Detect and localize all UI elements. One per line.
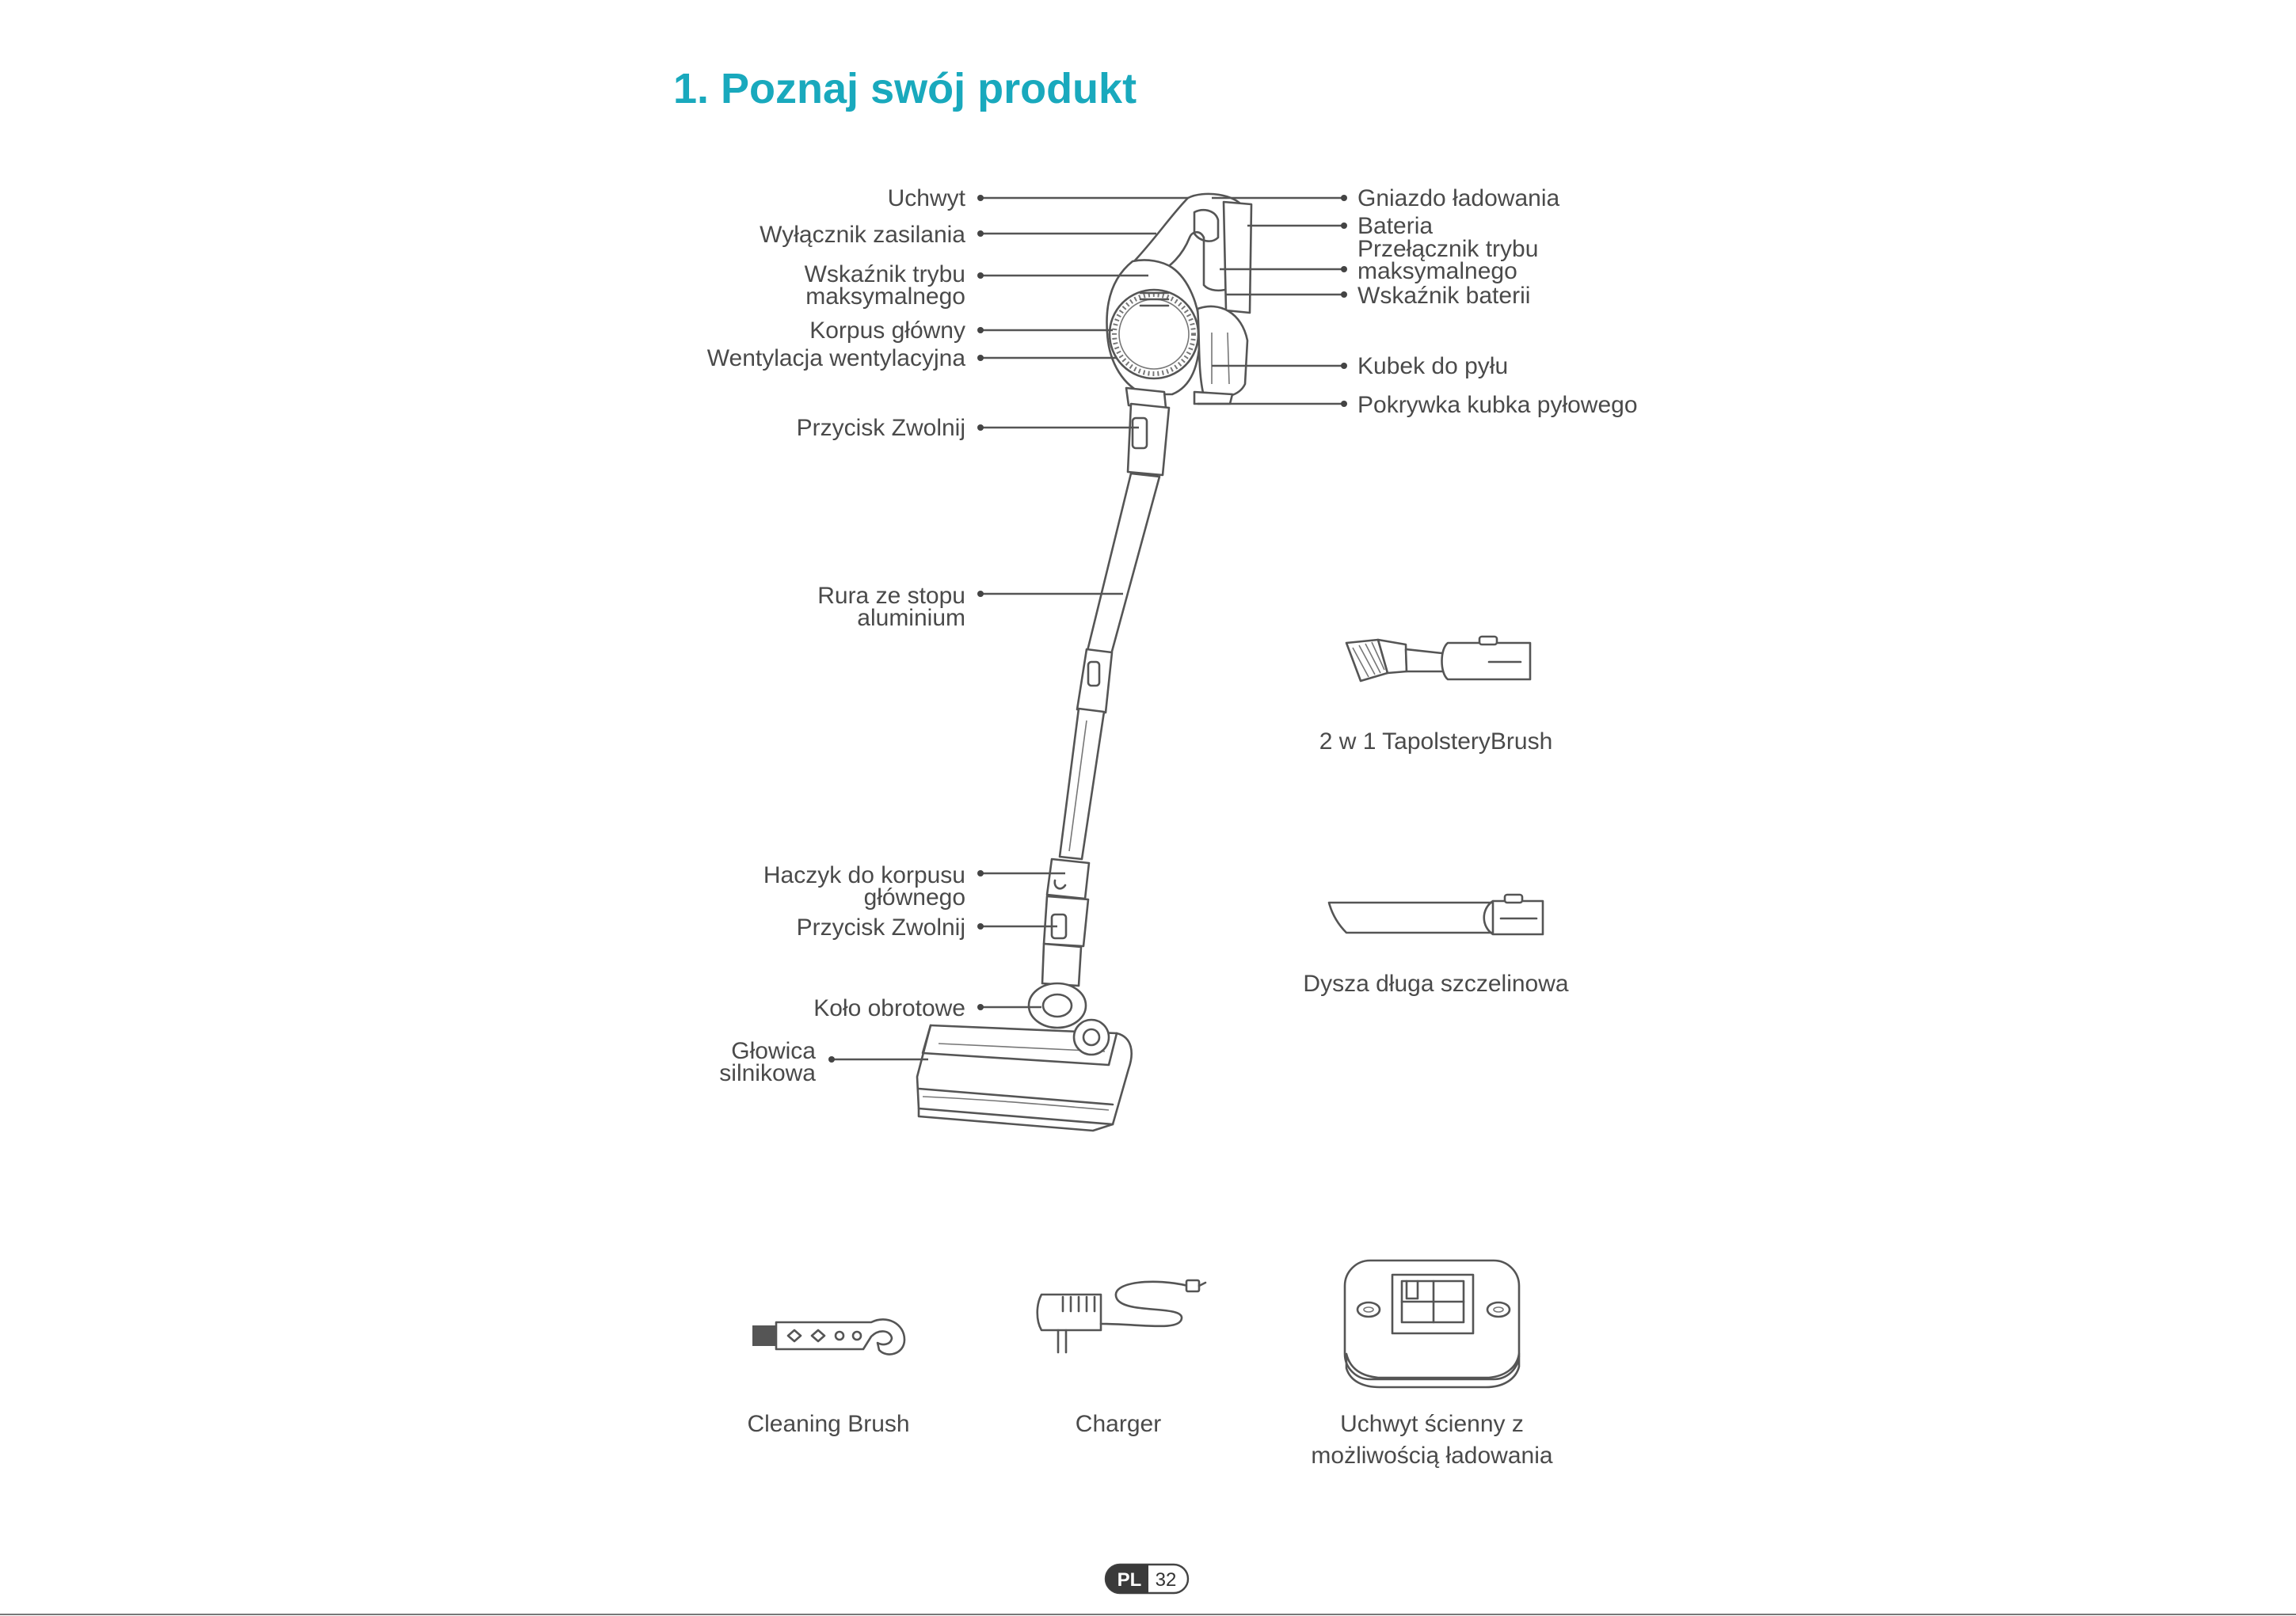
label-crevice-tool: Dysza długa szczelinowa — [1303, 971, 1568, 997]
label-przelacznik-2: maksymalnego — [1357, 258, 1517, 284]
label-przycisk-zwolnij-1: Przycisk Zwolnij — [797, 415, 965, 441]
upholstery-brush-illustration — [1345, 635, 1532, 683]
label-wskaznik-trybu-1: Wskaźnik trybu — [805, 261, 965, 287]
label-kolo-obrotowe: Koło obrotowe — [813, 995, 965, 1021]
labels-left: Uchwyt Wyłącznik zasilania Wskaźnik tryb… — [707, 185, 966, 1086]
label-haczyk-1: Haczyk do korpusu — [763, 862, 965, 888]
label-rura-2: aluminium — [857, 605, 965, 631]
label-wall-mount-2: możliwością ładowania — [1311, 1443, 1552, 1469]
vacuum-illustration — [916, 192, 1253, 1132]
label-rura-1: Rura ze stopu — [817, 583, 965, 609]
label-wskaznik-baterii: Wskaźnik baterii — [1357, 283, 1530, 309]
label-bateria: Bateria — [1357, 213, 1433, 239]
label-pokrywka: Pokrywka kubka pyłowego — [1357, 392, 1638, 418]
page-title: 1. Poznaj swój produkt — [673, 65, 1137, 112]
labels-right: Gniazdo ładowania Bateria Przełącznik tr… — [1357, 185, 1638, 418]
wall-mount-illustration — [1343, 1259, 1521, 1389]
label-wentylacja: Wentylacja wentylacyjna — [707, 345, 966, 371]
label-gniazdo-ladowania: Gniazdo ładowania — [1357, 185, 1559, 211]
leader-lines-left — [828, 195, 1188, 1063]
label-uchwyt: Uchwyt — [888, 185, 966, 211]
cleaning-brush-illustration — [752, 1318, 906, 1356]
charger-illustration — [1036, 1279, 1207, 1354]
label-korpus-glowny: Korpus główny — [809, 317, 965, 344]
label-przelacznik-1: Przełącznik trybu — [1357, 236, 1538, 262]
label-wylacznik-zasilania: Wyłącznik zasilania — [760, 222, 965, 248]
page-lang-code: PL — [1118, 1569, 1142, 1591]
label-cleaning-brush: Cleaning Brush — [747, 1411, 909, 1437]
label-przycisk-zwolnij-2: Przycisk Zwolnij — [797, 914, 965, 941]
label-haczyk-2: głównego — [864, 884, 965, 911]
page-number: 32 — [1156, 1569, 1177, 1591]
page-number-badge: PL 32 — [1104, 1563, 1190, 1595]
label-charger: Charger — [1076, 1411, 1161, 1437]
label-kubek-do-pylu: Kubek do pyłu — [1357, 353, 1508, 379]
leader-lines-right — [1197, 195, 1347, 407]
label-glowica-1: Głowica — [731, 1038, 816, 1064]
label-wskaznik-trybu-2: maksymalnego — [805, 283, 965, 310]
label-2in1-brush: 2 w 1 TapolsteryBrush — [1319, 728, 1553, 755]
label-wall-mount-1: Uchwyt ścienny z — [1340, 1411, 1524, 1437]
crevice-tool-illustration — [1327, 893, 1544, 936]
label-glowica-2: silnikowa — [719, 1060, 816, 1086]
